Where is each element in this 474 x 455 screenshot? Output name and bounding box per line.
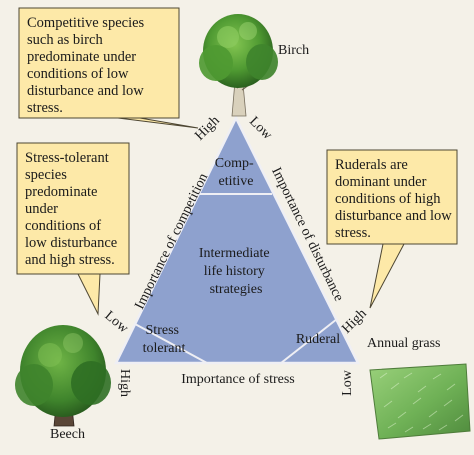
callout-competitive-line: such as birch (27, 32, 103, 48)
region-intermediate-line: Intermediate (199, 246, 270, 261)
birch-foliage-highlight (217, 26, 239, 48)
beech-foliage-side (71, 361, 111, 405)
axis-stress-label: Importance of stress (181, 372, 295, 387)
callout-ruderal-line: Ruderals are (335, 157, 408, 173)
birch-foliage-side (246, 44, 278, 80)
birch-label: Birch (278, 43, 309, 58)
callout-stress-tolerant-line: predominate (25, 184, 97, 200)
callout-competitive-line: Competitive species (27, 15, 145, 31)
region-intermediate-line: strategies (210, 282, 263, 297)
callout-stress-tolerant-pointer (77, 273, 101, 316)
callout-competitive: Competitive species such as birch predom… (18, 7, 199, 129)
strategy-triangle: Comp- etitive Intermediate life history … (113, 115, 361, 365)
grass-patch (369, 363, 471, 440)
callout-ruderal-line: dominant under (335, 174, 427, 190)
callout-ruderal: Ruderals are dominant under conditions o… (326, 149, 458, 309)
region-competitive-line: etitive (219, 174, 254, 189)
callout-stress-tolerant-line: and high stress. (25, 252, 115, 268)
callout-ruderal-line: conditions of high (335, 191, 441, 207)
callout-competitive-line: predominate under (27, 49, 136, 65)
callout-competitive-text: Competitive species such as birch predom… (27, 15, 148, 116)
birch-tree-illustration: Birch (199, 14, 309, 117)
region-intermediate-line: life history (204, 264, 265, 279)
region-stress-tolerant-line: Stress (146, 323, 179, 338)
callout-ruderal-pointer (369, 243, 405, 309)
region-stress-tolerant-line: tolerant (143, 341, 186, 356)
callout-ruderal-line: disturbance and low (335, 208, 452, 224)
region-ruderal-label: Ruderal (296, 332, 340, 347)
callout-stress-tolerant-line: conditions of (25, 218, 101, 234)
axis-stress-high-label: High (117, 369, 132, 397)
birch-foliage-highlight (239, 22, 257, 40)
callout-stress-tolerant: Stress-tolerant species predominate unde… (16, 142, 130, 316)
callout-ruderal-box (326, 149, 458, 245)
callout-stress-tolerant-line: Stress-tolerant (25, 150, 109, 166)
callout-ruderal-line: stress. (335, 225, 371, 241)
axis-competition-low-label: Low (102, 308, 132, 337)
callout-competitive-pointer (117, 117, 199, 129)
callout-stress-tolerant-line: species (25, 167, 67, 183)
region-stress-tolerant-label: Stress tolerant (143, 323, 186, 356)
beech-foliage-highlight (63, 333, 83, 353)
callout-ruderal-text: Ruderals are dominant under conditions o… (335, 157, 455, 241)
stress-tolerant-divider (134, 323, 208, 364)
callout-competitive-box (18, 7, 180, 119)
callout-stress-tolerant-line: under (25, 201, 58, 217)
annual-grass-label: Annual grass (367, 336, 441, 351)
callout-competitive-line: disturbance and low (27, 83, 144, 99)
callout-stress-tolerant-line: low disturbance (25, 235, 117, 251)
callout-competitive-line: conditions of low (27, 66, 129, 82)
axis-disturbance-low-label: Low (246, 114, 275, 143)
beech-tree-illustration: Beech (15, 325, 111, 442)
region-intermediate-label: Intermediate life history strategies (199, 246, 273, 297)
axis-stress: Importance of stress High Low (117, 369, 355, 397)
ruderal-divider (280, 318, 338, 364)
beech-foliage-highlight (38, 343, 62, 367)
region-competitive-line: Comp- (215, 156, 254, 171)
region-competitive-label: Comp- etitive (215, 156, 257, 189)
beech-label: Beech (50, 427, 85, 442)
triangle-body (113, 115, 361, 365)
birch-foliage-side (199, 45, 233, 81)
annual-grass-illustration: Annual grass (367, 336, 471, 440)
beech-foliage-side (15, 364, 53, 406)
grass-texture (379, 372, 464, 433)
callout-stress-tolerant-box (16, 142, 130, 275)
callout-competitive-line: stress. (27, 100, 63, 116)
axis-competition-high-label: High (192, 113, 222, 143)
axis-stress-low-label: Low (340, 369, 355, 396)
callout-stress-tolerant-text: Stress-tolerant species predominate unde… (25, 150, 121, 268)
